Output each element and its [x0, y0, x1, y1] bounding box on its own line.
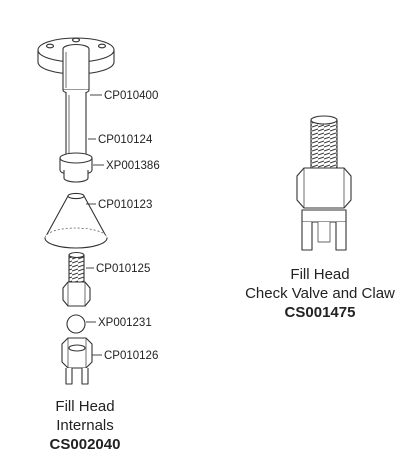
- left-caption-code: CS002040: [49, 436, 121, 453]
- part-label-xp001386: XP001386: [106, 160, 160, 172]
- tube-part-drawing: [65, 92, 87, 163]
- flange-part-drawing: [37, 37, 115, 95]
- check-valve-assembly-drawing: [296, 115, 352, 251]
- part-label-cp010400: CP010400: [104, 90, 158, 102]
- right-assembly-caption: Fill Head Check Valve and Claw CS001475: [230, 265, 410, 322]
- claw-part-drawing: [61, 337, 93, 385]
- right-caption-code: CS001475: [284, 304, 356, 321]
- threaded-stem-part-drawing: [62, 251, 91, 307]
- right-caption-line2: Check Valve and Claw: [245, 285, 395, 302]
- ball-part-drawing: [66, 314, 86, 334]
- leader-lines: [86, 94, 104, 356]
- left-assembly-caption: Fill Head Internals CS002040: [30, 397, 140, 454]
- left-caption-line2: Internals: [56, 417, 114, 434]
- right-caption-line1: Fill Head: [290, 266, 350, 283]
- part-label-cp010125: CP010125: [96, 263, 150, 275]
- part-label-cp010123: CP010123: [98, 199, 152, 211]
- o-ring-part-drawing: [59, 152, 93, 183]
- part-label-cp010126: CP010126: [104, 350, 158, 362]
- part-label-cp010124: CP010124: [98, 134, 153, 146]
- left-caption-line1: Fill Head: [55, 398, 115, 415]
- cone-part-drawing: [44, 192, 108, 249]
- part-label-xp001231: XP001231: [98, 317, 152, 329]
